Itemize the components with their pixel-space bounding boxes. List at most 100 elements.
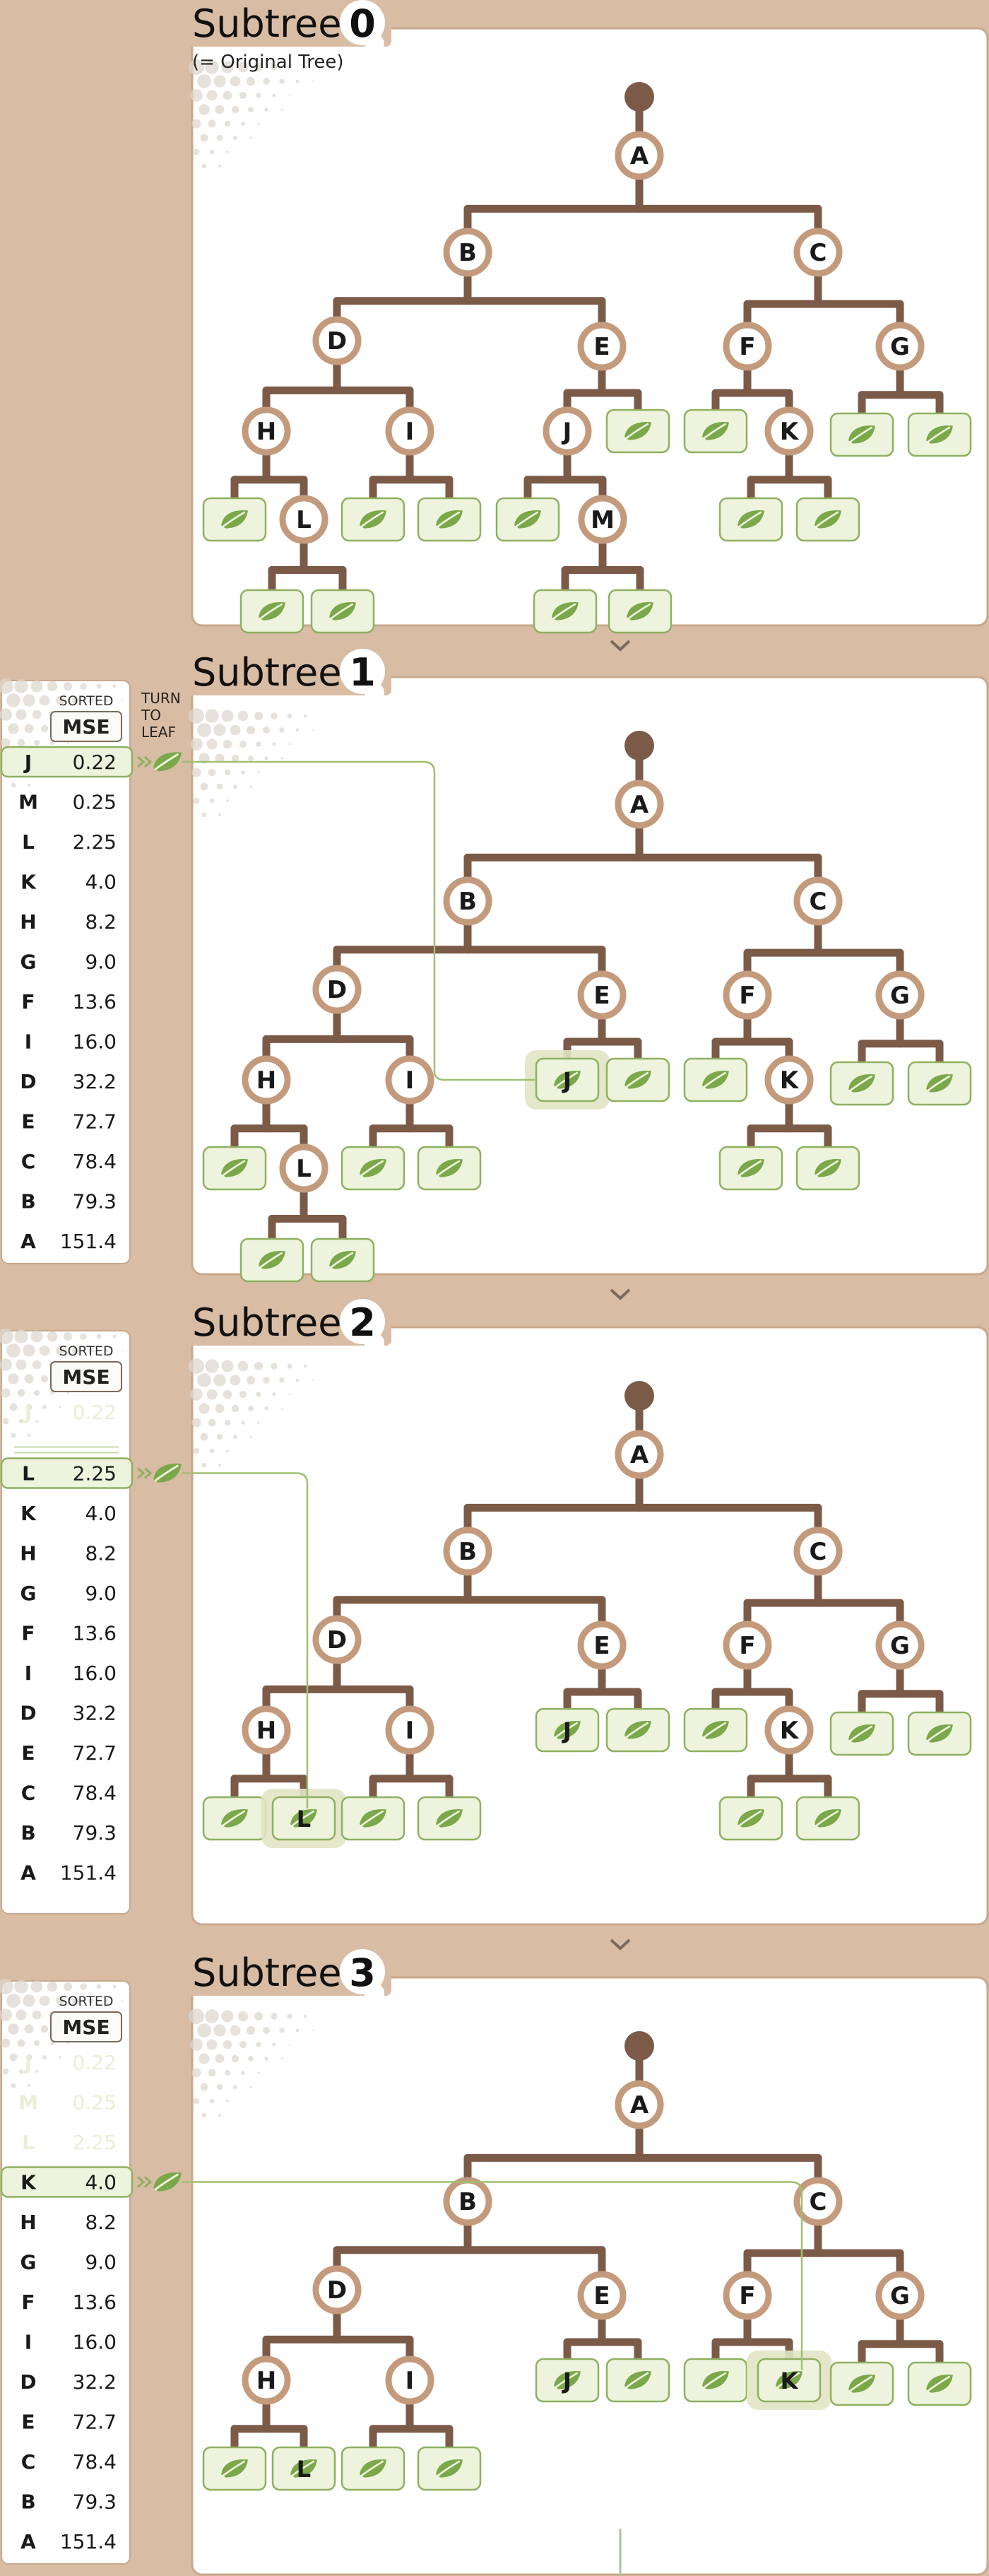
- leaf-icon: [152, 1462, 183, 1484]
- tree-node-e: E: [577, 1621, 627, 1670]
- leaf-node: [829, 412, 894, 457]
- leaf-icon: [152, 2171, 183, 2193]
- subtree-number: 1: [349, 650, 376, 695]
- node-label: D: [327, 1626, 347, 1654]
- root-dot-icon: [624, 1381, 654, 1411]
- mse-row-value: 16.0: [73, 2331, 117, 2354]
- tree-node-i: I: [385, 1705, 434, 1755]
- node-label: H: [256, 2367, 276, 2395]
- prune-connector-line: [182, 760, 536, 1081]
- leaf-node: [605, 408, 670, 454]
- mse-row-name: M: [18, 2091, 38, 2115]
- subtree-title: Subtree 1: [185, 649, 391, 702]
- mse-row-name: E: [21, 1110, 35, 1134]
- tree-node-a: A: [615, 2080, 664, 2129]
- tree-node-k: K: [764, 1705, 814, 1755]
- tree-node-c: C: [793, 228, 843, 277]
- tree-node-b: B: [443, 2177, 492, 2226]
- tree-node-h: H: [242, 406, 291, 456]
- leaf-node: [907, 1061, 972, 1106]
- node-label: K: [781, 2368, 799, 2394]
- node-label: F: [739, 2282, 755, 2310]
- mse-row-name: B: [20, 1190, 35, 1213]
- node-label: J: [562, 1067, 572, 1094]
- mse-row-value: 0.22: [73, 1401, 117, 1424]
- mse-row-value: 72.7: [73, 2411, 117, 2434]
- leaf-node: [795, 497, 860, 542]
- tree-node-a: A: [615, 1430, 664, 1479]
- node-label: M: [591, 506, 615, 534]
- mse-row-value: 78.4: [73, 1782, 117, 1805]
- pruned-node-l: L: [271, 2446, 336, 2491]
- mse-row-name: I: [25, 1662, 32, 1685]
- mse-row-name: J: [23, 751, 32, 774]
- mse-row-value: 151.4: [60, 1862, 117, 1885]
- mse-row-value: 151.4: [60, 2530, 117, 2553]
- mse-row-value: 0.22: [73, 2051, 117, 2074]
- mse-row-value: 4.0: [85, 871, 117, 894]
- leaf-node: [718, 1146, 783, 1191]
- tree-node-f: F: [723, 970, 772, 1020]
- pruned-node-j: J: [535, 1707, 600, 1753]
- node-label: L: [296, 506, 312, 534]
- mse-row-k: K 4.0: [20, 1502, 117, 1525]
- chevron-right-icon: [137, 1467, 146, 1479]
- mse-row-name: L: [22, 830, 35, 854]
- leaf-node: [907, 2361, 972, 2406]
- node-label: K: [780, 1717, 800, 1745]
- leaf-node: [239, 1237, 304, 1283]
- tree-node-a: A: [615, 780, 664, 829]
- subtree-word: Subtree: [192, 1, 341, 46]
- leaf-node: [829, 1061, 894, 1106]
- tree-node-l: L: [279, 1143, 328, 1193]
- node-label: I: [405, 1717, 415, 1745]
- mse-row-value: 8.2: [85, 2211, 117, 2234]
- leaf-node: [683, 2358, 748, 2403]
- leaf-node: [417, 1796, 482, 1841]
- tree-node-g: G: [875, 2271, 925, 2320]
- mse-row-name: B: [20, 2490, 35, 2514]
- node-label: D: [327, 976, 347, 1004]
- leaf-node: [417, 497, 482, 542]
- svg-text:Subtree: Subtree: [192, 650, 341, 695]
- mse-row-i: I 16.0: [25, 2331, 117, 2354]
- leaf-node: [907, 1711, 972, 1756]
- node-label: C: [810, 1538, 827, 1566]
- svg-text:Subtree: Subtree: [192, 1300, 341, 1345]
- pruned-node-j: J: [525, 1050, 610, 1110]
- mse-row-value: 4.0: [85, 1502, 117, 1525]
- node-label: H: [256, 1066, 276, 1095]
- title-number-bubble: [340, 0, 385, 45]
- mse-row-name: D: [20, 1702, 36, 1725]
- leaf-node: [340, 497, 405, 542]
- sorted-label: SORTED: [59, 1343, 113, 1359]
- mse-row-name: K: [20, 1502, 37, 1525]
- subtree-number: 3: [349, 1951, 376, 1995]
- chevron-right-icon: [137, 2176, 146, 2188]
- tree-node-b: B: [443, 876, 492, 926]
- mse-row-name: I: [25, 2331, 32, 2354]
- node-label: D: [327, 2276, 347, 2305]
- tree-node-f: F: [723, 322, 772, 371]
- prune-connector-line: [182, 1472, 309, 1809]
- halftone-decoration: [0, 678, 124, 788]
- prune-connector-line: [182, 2181, 803, 2370]
- tree-node-c: C: [793, 876, 843, 926]
- mse-header: MSE: [62, 2016, 109, 2039]
- mse-row-value: 79.3: [73, 1821, 117, 1845]
